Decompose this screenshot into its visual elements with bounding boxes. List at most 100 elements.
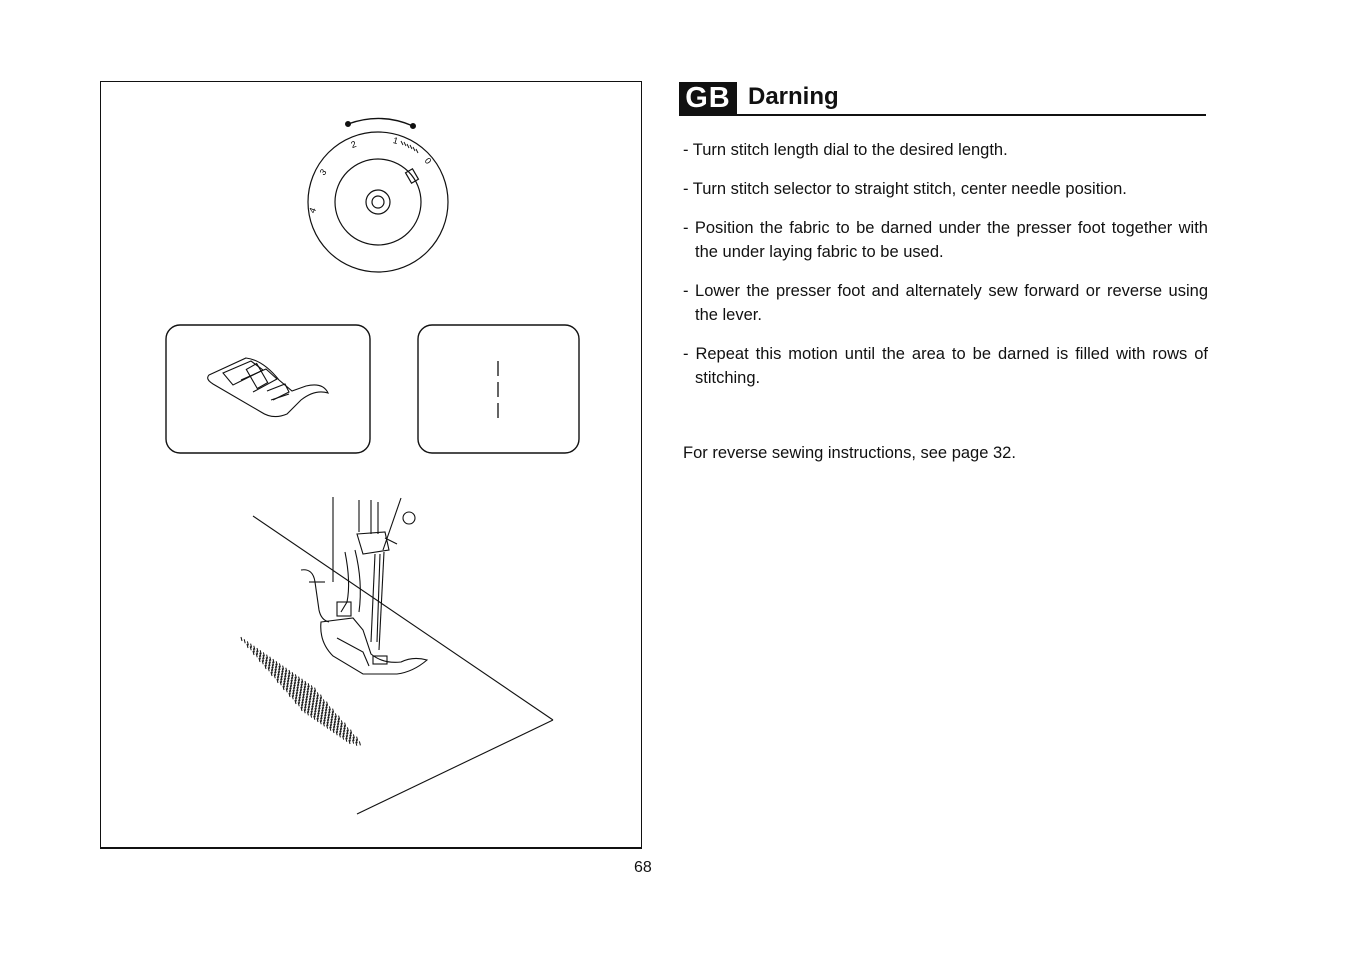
reverse-sewing-note: For reverse sewing instructions, see pag… [683, 444, 1016, 462]
stitch-mark [306, 693, 309, 698]
section-header: GB Darning [679, 82, 1206, 116]
stitch-mark [335, 731, 338, 736]
stitch-mark [283, 680, 286, 685]
stitch-mark [318, 704, 321, 710]
stitch-mark [294, 676, 297, 682]
stitch-mark [282, 683, 285, 688]
stitch-mark [288, 672, 291, 677]
stitch-mark [323, 717, 326, 722]
stitch-mark [267, 667, 270, 672]
stitch-mark [343, 727, 346, 732]
stitch-mark [258, 655, 261, 660]
stitch-mark [329, 724, 332, 729]
stitch-mark [286, 682, 289, 688]
stitch-mark [308, 698, 311, 703]
stitch-mark [326, 721, 329, 727]
stitch-mark [269, 656, 272, 661]
stitch-mark [284, 670, 287, 675]
stitch-mark [316, 692, 319, 697]
stitch-mark [319, 699, 322, 704]
stitch-mark [309, 693, 312, 698]
stitch-mark [292, 687, 295, 692]
stitch-mark [314, 705, 317, 710]
stitch-mark [309, 695, 312, 700]
stitch-mark [280, 678, 283, 683]
dial-number-0: 0 [423, 156, 434, 166]
stitch-mark [322, 699, 325, 704]
stitch-mark [277, 671, 280, 676]
stitch-mark [282, 665, 285, 670]
stitch-mark [304, 706, 307, 711]
stitch-mark [301, 678, 304, 683]
stitch-mark [316, 715, 319, 720]
stitch-mark [349, 732, 352, 737]
stitch-mark [302, 691, 305, 696]
stitch-mark [340, 720, 343, 725]
dial-number-1: 1 [392, 135, 399, 146]
stitch-mark [348, 737, 351, 742]
stitch-mark [280, 675, 283, 681]
stitch-mark [307, 708, 310, 713]
stitch-mark [297, 681, 300, 686]
stitch-mark [327, 714, 330, 719]
stitch-mark [305, 696, 308, 701]
stitch-mark [303, 709, 306, 714]
stitch-mark [240, 636, 243, 642]
stitch-mark [334, 715, 337, 721]
stitch-mark [278, 665, 281, 671]
instruction-list: - Turn stitch length dial to the desired… [683, 138, 1208, 405]
stitch-mark [298, 694, 301, 699]
stitch-mark [299, 689, 302, 694]
stitch-mark [294, 679, 297, 684]
stitch-mark [300, 686, 303, 691]
stitch-mark [355, 741, 358, 746]
stitch-mark [261, 660, 264, 665]
stitch-mark [327, 716, 330, 721]
stitch-mark [300, 683, 303, 689]
stitch-mark [310, 708, 313, 713]
stitch-mark [303, 688, 306, 693]
stitch-mark [253, 645, 256, 650]
stitch-mark [285, 688, 288, 693]
stitch-mark [308, 700, 311, 706]
stitch-mark [336, 728, 339, 733]
stitch-mark [278, 663, 281, 668]
stitch-mark [339, 730, 342, 735]
stitch-mark [330, 721, 333, 726]
stitch-mark [275, 663, 278, 668]
stitch-mark [345, 737, 348, 742]
stitch-mark [246, 643, 249, 649]
stitch-mark [274, 668, 277, 674]
stitch-mark [332, 726, 335, 731]
stitch-mark [300, 706, 303, 712]
stitch-mark [262, 657, 265, 662]
stitch-mark [346, 727, 349, 732]
stitch-mark [290, 677, 293, 682]
stitch-mark [313, 713, 316, 718]
stitch-mark [307, 706, 310, 711]
stitch-mark [310, 713, 313, 718]
stitch-mark [314, 687, 317, 692]
darning-stitch-rows [240, 636, 361, 746]
stitch-mark [338, 733, 341, 738]
instruction-step: - Turn stitch length dial to the desired… [683, 141, 1008, 159]
stitch-mark [332, 708, 335, 713]
stitch-mark [301, 701, 304, 706]
stitch-mark [328, 708, 331, 714]
stitch-mark [356, 736, 359, 741]
stitch-mark [300, 704, 303, 709]
stitch-mark [322, 704, 325, 709]
stitch-mark [275, 661, 278, 666]
stitch-mark [290, 682, 293, 687]
stitch-mark [328, 706, 331, 711]
stitch-mark [295, 694, 298, 699]
stitch-mark [312, 697, 315, 703]
stitch-mark [268, 659, 271, 664]
stitch-mark [287, 675, 290, 680]
stitch-mark [355, 739, 358, 744]
stitch-mark [311, 705, 314, 710]
stitch-mark [296, 684, 299, 689]
stitch-mark [259, 650, 262, 655]
stitch-mark [302, 696, 305, 701]
stitch-mark [291, 674, 294, 679]
